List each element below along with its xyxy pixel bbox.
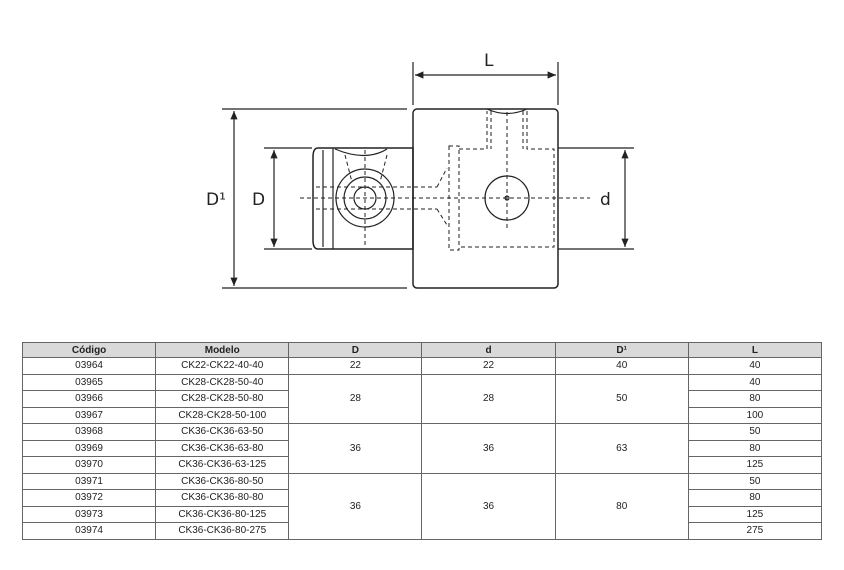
header-D: D <box>288 342 423 358</box>
cell-L: 50 <box>687 472 823 490</box>
cell-L: 50 <box>687 423 823 441</box>
cell-modelo: CK36-CK36-63-80 <box>155 439 290 457</box>
cell-L: 125 <box>687 456 823 474</box>
cell-modelo: CK36-CK36-63-125 <box>155 456 290 474</box>
cell-modelo: CK28-CK28-50-100 <box>155 406 290 424</box>
cell-modelo: CK36-CK36-80-50 <box>155 472 290 490</box>
cell-codigo: 03971 <box>21 472 157 490</box>
header-L: L <box>687 342 823 358</box>
cell-d: 22 <box>421 357 556 375</box>
cell-D1: 80 <box>554 472 689 540</box>
cell-codigo: 03966 <box>21 390 157 408</box>
cell-D1: 50 <box>554 373 689 424</box>
cell-codigo: 03964 <box>21 357 157 375</box>
cell-modelo: CK28-CK28-50-40 <box>155 373 290 391</box>
cell-L: 80 <box>687 390 823 408</box>
cell-codigo: 03970 <box>21 456 157 474</box>
label-D: D <box>252 190 265 210</box>
cell-modelo: CK36-CK36-63-50 <box>155 423 290 441</box>
cell-d: 28 <box>421 373 556 424</box>
cell-d: 36 <box>421 423 556 474</box>
cell-codigo: 03974 <box>21 522 157 540</box>
cell-L: 40 <box>687 357 823 375</box>
cell-modelo: CK36-CK36-80-275 <box>155 522 290 540</box>
technical-drawing: L D¹ D d <box>206 51 634 289</box>
header-modelo: Modelo <box>155 342 290 358</box>
label-D1: D¹ <box>206 190 226 210</box>
cell-codigo: 03973 <box>21 505 157 523</box>
header-d: d <box>421 342 556 358</box>
table-header-row: Código Modelo D d D¹ L <box>21 342 823 358</box>
cell-modelo: CK36-CK36-80-80 <box>155 489 290 507</box>
header-codigo: Código <box>21 342 157 358</box>
cell-L: 80 <box>687 489 823 507</box>
label-L: L <box>484 51 494 71</box>
cell-D: 22 <box>288 357 423 375</box>
cell-L: 80 <box>687 439 823 457</box>
cell-codigo: 03965 <box>21 373 157 391</box>
cell-L: 125 <box>687 505 823 523</box>
left-shank <box>312 147 414 250</box>
label-d: d <box>600 190 611 210</box>
cell-modelo: CK28-CK28-50-80 <box>155 390 290 408</box>
cell-modelo: CK22-CK22-40-40 <box>155 357 290 375</box>
cell-codigo: 03968 <box>21 423 157 441</box>
cell-d: 36 <box>421 472 556 540</box>
cell-L: 100 <box>687 406 823 424</box>
cell-codigo: 03969 <box>21 439 157 457</box>
cell-D: 28 <box>288 373 423 424</box>
cell-modelo: CK36-CK36-80-125 <box>155 505 290 523</box>
cell-L: 275 <box>687 522 823 540</box>
cell-L: 40 <box>687 373 823 391</box>
cell-D: 36 <box>288 472 423 540</box>
header-D1: D¹ <box>554 342 689 358</box>
cell-D1: 40 <box>554 357 689 375</box>
cell-codigo: 03972 <box>21 489 157 507</box>
cell-codigo: 03967 <box>21 406 157 424</box>
cell-D: 36 <box>288 423 423 474</box>
cell-D1: 63 <box>554 423 689 474</box>
